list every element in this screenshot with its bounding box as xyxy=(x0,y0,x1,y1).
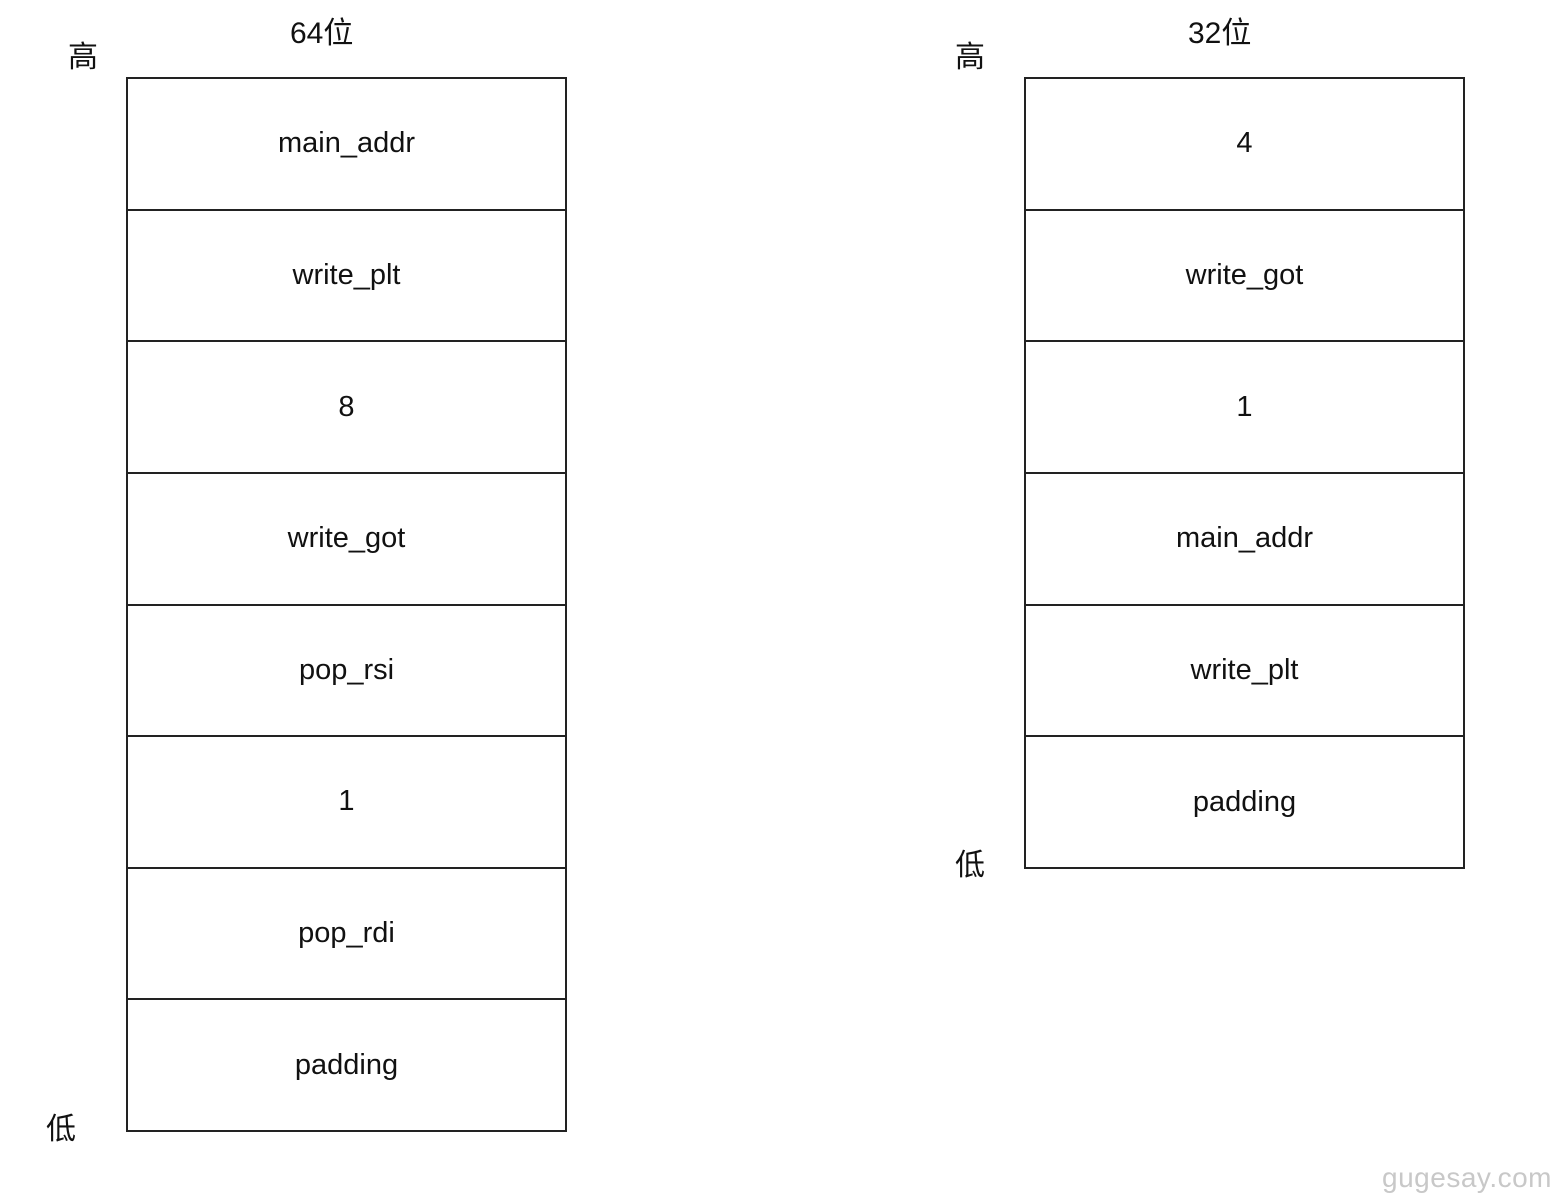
stack-cell: pop_rsi xyxy=(128,606,565,738)
stack-cell: write_plt xyxy=(1026,606,1463,738)
stack-64: main_addr write_plt 8 write_got pop_rsi … xyxy=(126,77,567,1132)
high-label-64: 高 xyxy=(68,41,98,74)
stack-cell: pop_rdi xyxy=(128,869,565,1001)
stack-cell: 8 xyxy=(128,342,565,474)
stack-32: 4 write_got 1 main_addr write_plt paddin… xyxy=(1024,77,1465,869)
stack-title-64: 64位 xyxy=(290,17,354,50)
stack-cell: 1 xyxy=(1026,342,1463,475)
stack-cell: main_addr xyxy=(1026,474,1463,606)
stack-title-32: 32位 xyxy=(1188,17,1252,50)
stack-cell: write_got xyxy=(128,474,565,606)
stack-cell: 4 xyxy=(1026,79,1463,211)
high-label-32: 高 xyxy=(955,41,985,74)
watermark: gugesay.com xyxy=(1382,1162,1552,1193)
stack-cell: 1 xyxy=(128,737,565,869)
stack-cell: padding xyxy=(1192,785,1297,818)
stack-cell: write_got xyxy=(1026,211,1463,343)
stack-cell: write_plt xyxy=(128,211,565,343)
low-label-64: 低 xyxy=(46,1113,76,1146)
stack-cell: padding xyxy=(294,1048,399,1081)
low-label-32: 低 xyxy=(955,849,985,882)
stack-cell: main_addr xyxy=(128,79,565,211)
